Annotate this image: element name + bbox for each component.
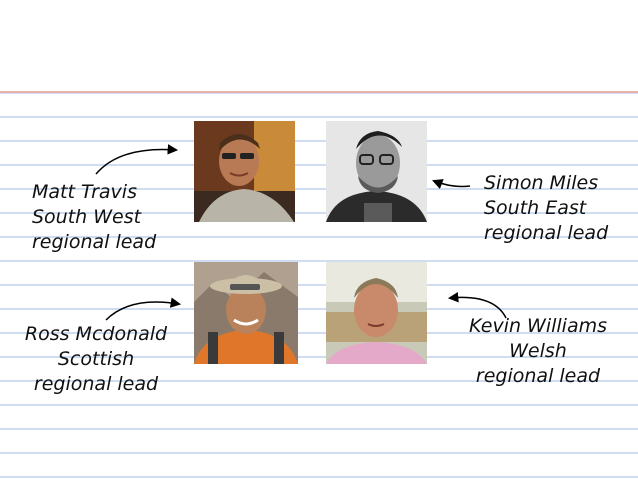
person-role: regional lead [32, 231, 157, 253]
blank-header-area [0, 0, 638, 91]
person-region: Welsh [509, 340, 567, 362]
caption-ross-mcdonald: Ross Mcdonald Scottish regional lead [22, 322, 170, 397]
photo-kevin-williams [326, 262, 427, 364]
person-name: Simon Miles [484, 172, 599, 194]
photo-simon-miles [326, 121, 427, 222]
person-name: Matt Travis [32, 181, 137, 203]
person-role: regional lead [33, 373, 159, 395]
person-region: South East [484, 197, 587, 219]
person-name: Kevin Williams [468, 315, 608, 337]
caption-simon-miles: Simon Miles South East regional lead [484, 171, 608, 246]
person-role: regional lead [475, 365, 601, 387]
person-region: South West [32, 206, 142, 228]
person-name: Ross Mcdonald [24, 323, 168, 345]
arrow-simon [432, 179, 471, 189]
person-role: regional lead [484, 222, 609, 244]
caption-kevin-williams: Kevin Williams Welsh regional lead [465, 314, 611, 389]
person-region: Scottish [57, 348, 135, 370]
caption-matt-travis: Matt Travis South West regional lead [32, 180, 156, 255]
photo-matt-travis [194, 121, 295, 222]
margin-line [0, 91, 638, 93]
arrow-ross [105, 297, 182, 321]
arrow-matt [95, 144, 179, 175]
photo-ross-mcdonald [194, 262, 298, 364]
